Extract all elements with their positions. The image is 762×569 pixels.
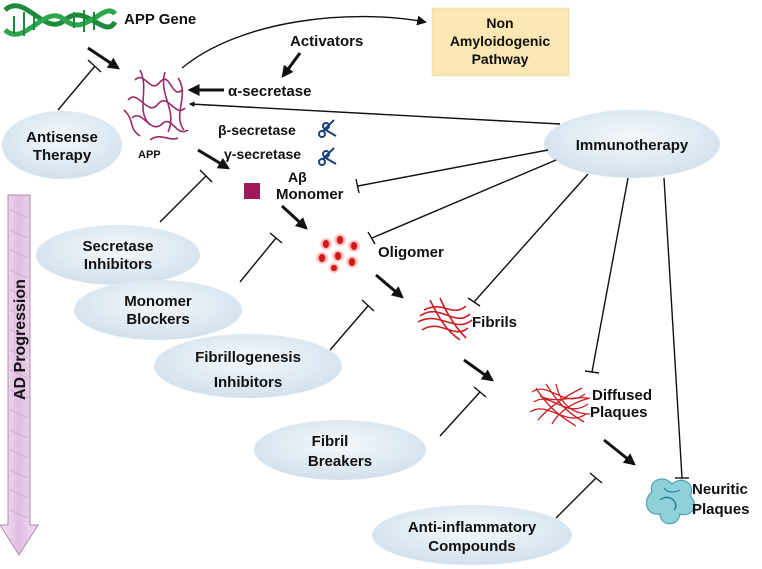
fibrillogenesis-inhibit: [329, 305, 369, 351]
fibril-breakers-inhibit: [439, 391, 481, 437]
gene-to-app-arrow: [87, 46, 120, 70]
immuno-oligomer-bar: [367, 231, 376, 245]
fibrils-to-diffused-arrow: [463, 358, 494, 382]
app-label: APP: [138, 149, 161, 161]
antisense-inhibit: [57, 65, 96, 111]
immuno-fibrils-bar: [467, 297, 481, 307]
app-to-monomer-arrow: [197, 148, 231, 170]
dna-helix-icon: [3, 3, 118, 37]
non-amyloid-line-2: Amyloidogenic: [450, 33, 551, 49]
ad-progression-label: AD Progression: [12, 279, 29, 400]
neuritic-line-1: Neuritic: [692, 481, 748, 498]
monomer-blockers-line-1: Monomer: [124, 293, 192, 310]
diffused-to-neuritic-arrow: [603, 438, 636, 466]
immuno-to-fibrils: [473, 173, 589, 303]
fibrils-icon: [417, 297, 473, 341]
anti-inflammatory-ellipse: [372, 505, 572, 565]
monomer-to-oligomer-arrow: [280, 204, 308, 230]
oligomer-label: Oligomer: [378, 244, 444, 261]
non-amyloidogenic-box: [431, 7, 570, 77]
alpha-secretase-label: α-secretase: [228, 83, 311, 100]
immuno-to-app: [188, 101, 561, 125]
immuno-to-oligomer: [371, 159, 557, 239]
monomer-square-icon: [244, 183, 260, 199]
ad-progression-arrow: AD Progression: [0, 194, 39, 556]
anti-inflammatory-line-1: Anti-inflammatory: [408, 519, 537, 536]
secretase-inhibitors-line-2: Inhibitors: [84, 256, 152, 273]
anti-inflammatory-inhibit-bar: [589, 472, 603, 484]
anti-inflammatory-line-2: Compounds: [428, 538, 516, 555]
immuno-to-diffused: [591, 177, 629, 373]
fibril-breakers-inhibit-bar: [473, 386, 487, 398]
antisense-line-1: Antisense: [26, 129, 98, 146]
secretase-inhibit: [159, 175, 207, 223]
app-gene-label: APP Gene: [124, 11, 196, 28]
diffused-plaque-icon: [529, 383, 591, 427]
diffused-line-1: Diffused: [592, 387, 652, 404]
immuno-diffused-bar: [584, 370, 600, 374]
neuritic-plaque-icon: [645, 478, 695, 525]
abeta-label: Aβ: [288, 169, 307, 185]
fibrillogenesis-inhibit-bar: [361, 299, 375, 312]
gamma-secretase-label: γ-secretase: [224, 146, 301, 162]
monomer-blockers-inhibit: [239, 237, 277, 283]
monomer-label: Monomer: [276, 186, 344, 203]
fibrillogenesis-inhibitors-ellipse: [154, 334, 342, 398]
activators-arrow: [281, 52, 302, 78]
monomer-blockers-line-2: Blockers: [126, 311, 189, 328]
gene-to-nonamyloid-arrow: [181, 15, 427, 69]
anti-inflammatory-inhibit: [555, 477, 597, 519]
fibril-breakers-line-1: Fibril: [312, 433, 349, 450]
antisense-inhibit-bar: [87, 59, 102, 73]
secretase-inhibitors-ellipse: [36, 225, 200, 285]
scissors-icon: [318, 119, 337, 138]
activators-label: Activators: [290, 33, 363, 50]
immuno-monomer-bar: [355, 178, 360, 194]
fibrils-label: Fibrils: [472, 314, 517, 331]
fibril-breakers-line-2: Breakers: [308, 453, 372, 470]
monomer-blockers-inhibit-bar: [269, 232, 283, 244]
beta-secretase-label: β-secretase: [218, 122, 296, 138]
diffused-line-2: Plaques: [590, 404, 648, 421]
non-amyloid-line-1: Non: [486, 15, 513, 31]
neuritic-line-2: Plaques: [692, 501, 750, 518]
monomer-blockers-ellipse: [74, 280, 242, 340]
immunotherapy-label: Immunotherapy: [576, 137, 689, 154]
secretase-inhibit-bar: [199, 169, 213, 183]
fibrillogenesis-line-2: Inhibitors: [214, 374, 282, 391]
fibrillogenesis-line-1: Fibrillogenesis: [195, 349, 301, 366]
immuno-to-neuritic: [663, 177, 683, 479]
oligomer-cluster-icon: [315, 233, 361, 274]
non-amyloid-line-3: Pathway: [472, 51, 529, 67]
immuno-to-monomer: [357, 149, 549, 187]
scissors-icon: [318, 147, 337, 166]
immunotherapy-ellipse: [544, 110, 720, 178]
app-protein-icon: [123, 69, 189, 141]
antisense-ellipse: [2, 111, 122, 179]
fibril-breakers-ellipse: [254, 420, 426, 480]
antisense-line-2: Therapy: [33, 147, 92, 164]
secretase-inhibitors-line-1: Secretase: [83, 238, 154, 255]
oligomer-to-fibrils-arrow: [375, 273, 404, 299]
